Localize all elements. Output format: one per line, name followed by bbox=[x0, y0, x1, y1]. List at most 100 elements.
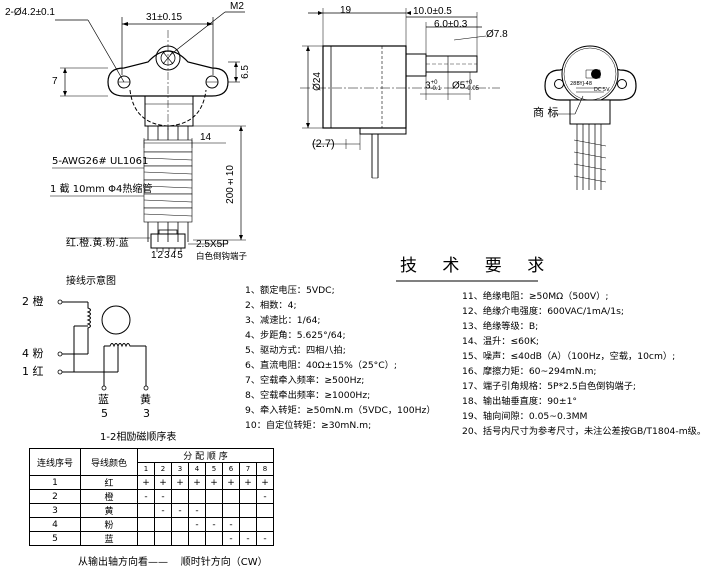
sequence-cell bbox=[239, 517, 257, 532]
sequence-cell: - bbox=[256, 489, 274, 504]
shaft-diameter-dimension: Ø7.8 bbox=[486, 29, 508, 40]
spec-item: 10：自定位转矩：≥30mN.m; bbox=[245, 420, 372, 431]
label-view bbox=[544, 45, 637, 190]
table-header-row: 连线序号 导线颜色 分 配 顺 序 bbox=[29, 448, 274, 476]
spec-item: 11、绝缘电阻：≥50MΩ（500V）; bbox=[462, 291, 609, 302]
sequence-cell: + bbox=[205, 475, 223, 490]
spec-item: 6、直流电阻：40Ω±15%（25°C）; bbox=[245, 360, 397, 371]
sequence-cell: + bbox=[171, 475, 189, 490]
row-number: 5 bbox=[29, 531, 81, 546]
reference-dimension: (2.7) bbox=[312, 138, 335, 150]
sequence-cell: - bbox=[137, 489, 155, 504]
spec-item: 18、输出轴垂直度：90±1° bbox=[462, 396, 578, 407]
sequence-cell bbox=[205, 489, 223, 504]
ear-height-dimension: 6.5 bbox=[240, 65, 251, 79]
sequence-cell bbox=[256, 503, 274, 518]
step-header: 2 bbox=[154, 462, 172, 476]
step-header: 1 bbox=[137, 462, 155, 476]
sequence-cell: - bbox=[239, 531, 257, 546]
heatshrink-label: 1 截 10mm Φ4热缩管 bbox=[50, 184, 153, 195]
table-row: 4 粉 - - - bbox=[29, 517, 274, 532]
body-depth-dimension: 19 bbox=[340, 5, 352, 16]
spec-item: 12、绝缘介电强度：600VAC/1mA/1s; bbox=[462, 306, 624, 317]
row-number: 2 bbox=[29, 489, 81, 504]
shaft-end-value: Ø5 bbox=[452, 80, 466, 92]
step-header: 4 bbox=[188, 462, 206, 476]
brand-label: 商 标 bbox=[533, 106, 559, 119]
spec-item: 3、减速比：1/64; bbox=[245, 315, 321, 326]
cable-width-dimension: 14 bbox=[200, 132, 212, 143]
sequence-cell bbox=[239, 503, 257, 518]
spec-item: 4、步距角：5.625°/64; bbox=[245, 330, 346, 341]
step-header: 6 bbox=[222, 462, 240, 476]
sequence-cell bbox=[171, 517, 189, 532]
step-header: 5 bbox=[205, 462, 223, 476]
spec-item: 8、空载牵出频率：≥1000Hz; bbox=[245, 390, 371, 401]
sequence-cell bbox=[154, 517, 172, 532]
excitation-sequence-table: 连线序号 导线颜色 分 配 顺 序 1 2 3 4 5 6 7 8 1 红 + … bbox=[29, 448, 274, 546]
row-number: 4 bbox=[29, 517, 81, 532]
shaft-end-dimension: Ø5+0 -0.05 bbox=[452, 80, 479, 93]
sequence-cell bbox=[137, 503, 155, 518]
spec-item: 16、摩擦力矩：60~294mN.m; bbox=[462, 366, 597, 377]
spec-item: 9、牵入转矩：≥50mN.m（5VDC，100Hz） bbox=[245, 405, 436, 416]
yellow-wire-number: 3 bbox=[143, 407, 150, 420]
spec-item: 15、噪声：≤40dB（A）（100Hz，空载，10cm）; bbox=[462, 351, 676, 362]
wiring-diagram bbox=[57, 299, 149, 391]
specs-left-list: 1、额定电压：5VDC; 2、相数：4; 3、减速比：1/64; 4、步距角：5… bbox=[245, 285, 436, 432]
step-header: 8 bbox=[256, 462, 274, 476]
spec-item: 2、相数：4; bbox=[245, 300, 297, 311]
sequence-cell: - bbox=[222, 531, 240, 546]
sequence-cell bbox=[188, 489, 206, 504]
cable-length-dimension: 200±10 bbox=[225, 165, 236, 204]
sequence-cell: + bbox=[137, 475, 155, 490]
row-number: 1 bbox=[29, 475, 81, 490]
spec-item: 5、驱动方式：四相八拍; bbox=[245, 345, 346, 356]
sequence-cell: - bbox=[154, 489, 172, 504]
sequence-cell: - bbox=[171, 503, 189, 518]
table-row: 1 红 + + + + + + + + bbox=[29, 475, 274, 490]
front-view bbox=[50, 11, 246, 252]
center-distance-dimension: 31±0.15 bbox=[146, 12, 183, 23]
yellow-wire-label: 黄 bbox=[140, 393, 151, 406]
side-view bbox=[300, 8, 500, 179]
sequence-cell bbox=[222, 503, 240, 518]
flat-tolerance: +0 -0.1 bbox=[430, 80, 441, 92]
sequence-caption: 1-2相励磁顺序表 bbox=[100, 432, 177, 443]
blue-wire-label: 蓝 bbox=[98, 393, 109, 406]
sequence-cell bbox=[239, 489, 257, 504]
spec-item: 19、轴向间隙：0.05~0.3MM bbox=[462, 411, 588, 422]
pink-wire-label: 4 粉 bbox=[22, 347, 44, 360]
row-color: 粉 bbox=[80, 517, 138, 532]
order-header: 分 配 顺 序 bbox=[137, 448, 274, 463]
flat-dimension: 3+0 -0.1 bbox=[425, 80, 441, 93]
sequence-cell bbox=[188, 531, 206, 546]
sequence-cell bbox=[171, 489, 189, 504]
body-diameter-dimension: Ø24 bbox=[312, 72, 323, 91]
row-color: 蓝 bbox=[80, 531, 138, 546]
sequence-cell: - bbox=[188, 503, 206, 518]
sequence-cell bbox=[171, 531, 189, 546]
wire-color-header: 导线颜色 bbox=[80, 448, 138, 476]
sequence-cell bbox=[222, 489, 240, 504]
thread-dimension: M2 bbox=[230, 1, 244, 12]
shaft-end-tolerance: +0 -0.05 bbox=[465, 80, 480, 92]
flat-length-dimension: 6.0±0.3 bbox=[434, 19, 468, 30]
sequence-cell: + bbox=[188, 475, 206, 490]
blue-wire-number: 5 bbox=[101, 407, 108, 420]
sequence-cell bbox=[137, 531, 155, 546]
connector-size: 2.5X5P bbox=[196, 239, 229, 250]
spec-item: 7、空载牵入频率：≥500Hz; bbox=[245, 375, 365, 386]
spec-item: 17、端子引角规格：5P*2.5白色倒钩端子; bbox=[462, 381, 637, 392]
sequence-cell bbox=[154, 531, 172, 546]
connector-desc: 白色倒钩端子 bbox=[196, 252, 248, 262]
tech-requirements-title: 技 术 要 求 bbox=[400, 256, 555, 276]
table-row: 2 橙 - - - bbox=[29, 489, 274, 504]
table-row: 5 蓝 - - - bbox=[29, 531, 274, 546]
table-row: 3 黄 - - - bbox=[29, 503, 274, 518]
specs-right-list: 11、绝缘电阻：≥50MΩ（500V）; 12、绝缘介电强度：600VAC/1m… bbox=[462, 291, 706, 438]
step-header: 7 bbox=[239, 462, 257, 476]
rotation-direction-note: 从输出轴方向看—— 顺时针方向（CW） bbox=[78, 557, 268, 568]
